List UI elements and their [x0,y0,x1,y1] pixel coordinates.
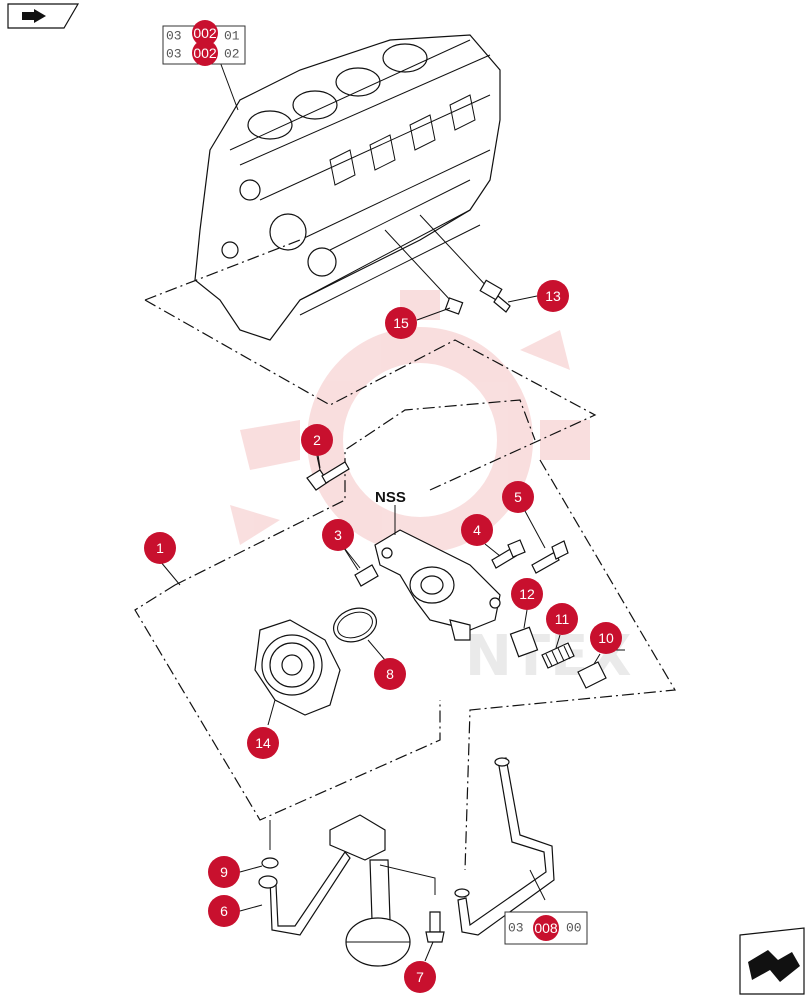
nss-label: NSS [375,489,406,506]
callout-8[interactable]: 8 [374,658,406,690]
relief-sleeve [509,626,539,658]
callout-15[interactable]: 15 [385,307,417,339]
callout-8-label: 8 [386,666,394,682]
callout-14-label: 14 [255,735,271,751]
relief-spring [541,642,575,669]
callout-3-label: 3 [334,527,342,543]
callout-15-label: 15 [393,315,409,331]
ref-c-prefix: 03 [508,921,524,936]
callout-3[interactable]: 3 [322,519,354,551]
bolt-short [491,539,526,569]
oil-strainer [329,814,436,967]
ref-a-prefix: 03 [166,29,182,44]
callout-7-label: 7 [416,969,424,985]
callout-4[interactable]: 4 [461,514,493,546]
callout-11-label: 11 [555,611,570,627]
callout-13-label: 13 [545,288,561,304]
callout-12-label: 12 [519,586,535,602]
callout-5-label: 5 [514,489,522,505]
callout-6-label: 6 [220,903,228,919]
callout-14[interactable]: 14 [247,727,279,759]
callout-9-label: 9 [220,864,228,880]
pump-housing: NSS [374,489,501,641]
oil-delivery-pipe [454,757,555,936]
assembly-outline-right [464,459,676,871]
oil-pump-rotor-cover [254,619,341,726]
callout-10-label: 10 [598,630,614,646]
ref-c-suffix: 00 [566,921,582,936]
callout-6[interactable]: 6 [208,895,240,927]
bolt-long [531,540,569,574]
ref-c-badge[interactable]: 008 [533,915,559,941]
ref-a-badge-label: 002 [193,25,217,41]
callout-1-label: 1 [156,540,164,556]
callout-1[interactable]: 1 [144,532,176,564]
ref-c-badge-label: 008 [534,920,558,936]
oil-strainer-pipe [258,820,351,936]
callout-5[interactable]: 5 [502,481,534,513]
bolt-part [306,454,350,491]
dowel-pin [341,544,379,587]
ref-b-suffix: 02 [224,47,240,62]
callout-4-label: 4 [473,522,481,538]
assembly-outline-upper [144,239,597,491]
engine-block [194,34,501,341]
callout-9[interactable]: 9 [208,856,240,888]
ref-b-badge[interactable]: 002 [192,40,218,66]
next-page-arrow-icon [748,950,800,982]
callout-2-label: 2 [313,432,321,448]
callout-7[interactable]: 7 [404,961,436,993]
ref-b-badge-label: 002 [193,45,217,61]
plug-fitting [384,229,464,315]
pressure-sensor [419,214,511,313]
previous-page-arrow-icon [22,9,46,23]
next-page-button[interactable] [739,927,805,995]
callout-12[interactable]: 12 [511,578,543,610]
callout-2[interactable]: 2 [301,424,333,456]
ref-a-suffix: 01 [224,29,240,44]
o-ring [333,607,386,661]
strainer-bolt [425,911,445,943]
callout-10[interactable]: 10 [590,622,622,654]
callout-13[interactable]: 13 [537,280,569,312]
callout-11[interactable]: 11 [546,603,578,635]
previous-page-button[interactable] [7,3,80,29]
ref-b-prefix: 03 [166,47,182,62]
assembly-outline-pump [134,399,536,821]
callout-leaders [239,295,601,962]
ref-a-badge[interactable]: 002 [192,20,218,46]
